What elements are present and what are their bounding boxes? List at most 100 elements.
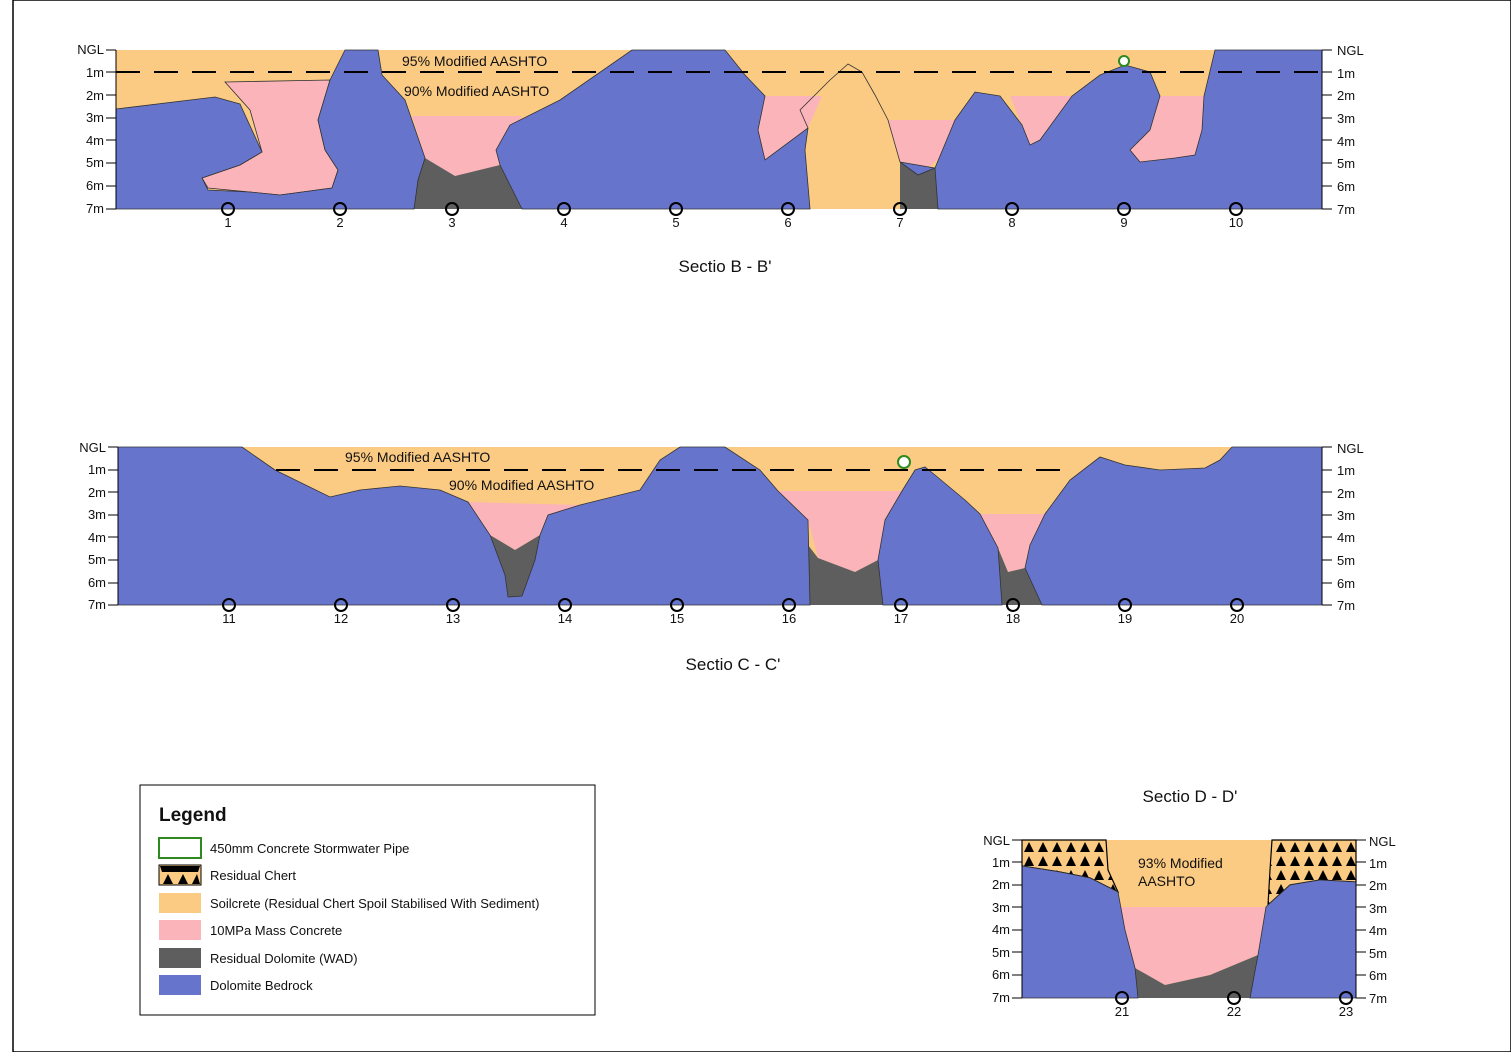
borehole-marker (1229, 202, 1243, 216)
wad-zone (998, 548, 1042, 605)
borehole-label: 7 (896, 215, 903, 230)
tick-label: 1m (1369, 856, 1387, 871)
borehole-marker (669, 202, 683, 216)
tick-label: 2m (86, 88, 104, 103)
tick-label: 6m (86, 178, 104, 193)
tick-label: 7m (992, 990, 1010, 1005)
legend-label: Residual Dolomite (WAD) (210, 951, 358, 966)
tick-label: NGL (1337, 441, 1364, 456)
concrete-zone (468, 502, 580, 550)
axis-left: NGL 1m 2m 3m 4m 5m 6m 7m (983, 833, 1023, 1005)
tick-label: 5m (1337, 156, 1355, 171)
borehole-marker (557, 202, 571, 216)
borehole-marker (782, 598, 796, 612)
borehole-label: 18 (1006, 611, 1020, 626)
tick-label: 4m (88, 530, 106, 545)
tick-label: 2m (992, 877, 1010, 892)
tick-label: 2m (1369, 878, 1387, 893)
borehole-label: 5 (672, 215, 679, 230)
borehole-label: 11 (222, 611, 236, 626)
legend-box (139, 784, 596, 1016)
borehole-label: 14 (558, 611, 572, 626)
bedrock-zone (117, 446, 811, 606)
tick-label: 4m (1337, 530, 1355, 545)
borehole-marker (894, 598, 908, 612)
axis-right: NGL 1m 2m 3m 4m 5m 6m 7m (1321, 43, 1364, 217)
tick-label: 3m (1337, 111, 1355, 126)
tick-label: 1m (86, 65, 104, 80)
borehole-label: 17 (894, 611, 908, 626)
borehole-marker (222, 598, 236, 612)
borehole-label: 6 (784, 215, 791, 230)
legend-title: Legend (159, 805, 227, 826)
wad-zone (1135, 955, 1258, 998)
borehole-label: 10 (1229, 215, 1243, 230)
borehole-label: 19 (1118, 611, 1132, 626)
stormwater-pipe-icon (897, 455, 911, 469)
tick-label: 2m (88, 485, 106, 500)
tick-label: 2m (1337, 88, 1355, 103)
tick-label: 1m (1337, 66, 1355, 81)
section-title: Sectio D - D' (1143, 787, 1238, 806)
borehole-label: 12 (334, 611, 348, 626)
tick-label: 6m (88, 575, 106, 590)
annotation-90: 90% Modified AASHTO (449, 477, 594, 493)
tick-label: NGL (1337, 43, 1364, 58)
borehole-marker (558, 598, 572, 612)
stormwater-pipe-icon (1118, 55, 1130, 67)
tick-label: 5m (1337, 553, 1355, 568)
borehole-marker (446, 598, 460, 612)
borehole-label: 13 (446, 611, 460, 626)
borehole-label: 15 (670, 611, 684, 626)
section-b: 95% Modified AASHTO 90% Modified AASHTO … (77, 42, 1363, 276)
axis-left: NGL 1m 2m 3m 4m 5m 6m 7m (79, 440, 119, 612)
wad-zone (900, 162, 938, 209)
borehole-marker (893, 202, 907, 216)
section-c: 95% Modified AASHTO 90% Modified AASHTO … (79, 440, 1363, 674)
borehole-label: 22 (1227, 1004, 1241, 1019)
borehole-marker (1339, 991, 1353, 1005)
concrete-zone (980, 514, 1045, 572)
tick-label: 7m (1337, 202, 1355, 217)
bedrock-zone (1024, 446, 1323, 606)
chert-swatch (158, 864, 202, 886)
borehole-marker (1006, 598, 1020, 612)
legend-label: Dolomite Bedrock (210, 978, 313, 993)
concrete-zone (888, 120, 955, 175)
tick-label: 4m (86, 133, 104, 148)
axis-right: NGL 1m 2m 3m 4m 5m 6m 7m (1321, 441, 1364, 613)
tick-label: 7m (86, 201, 104, 216)
borehole-marker (1117, 202, 1131, 216)
tick-label: NGL (1369, 834, 1396, 849)
borehole-marker (333, 202, 347, 216)
concrete-zone (1118, 907, 1266, 985)
section-d: Sectio D - D' 93% Modified AASHTO NGL 1m… (983, 787, 1395, 1019)
concrete-zone (778, 491, 902, 572)
borehole-marker (670, 598, 684, 612)
tick-label: NGL (77, 42, 104, 57)
tick-label: 3m (1369, 901, 1387, 916)
axis-right: NGL 1m 2m 3m 4m 5m 6m 7m (1355, 834, 1396, 1006)
section-title: Sectio B - B' (678, 257, 771, 276)
axis-left: NGL 1m 2m 3m 4m 5m 6m 7m (77, 42, 117, 216)
tick-label: 4m (1369, 923, 1387, 938)
annotation-90: 90% Modified AASHTO (404, 83, 549, 99)
borehole-label: 9 (1120, 215, 1127, 230)
borehole-marker (1230, 598, 1244, 612)
tick-label: 5m (992, 945, 1010, 960)
borehole-marker (1005, 202, 1019, 216)
tick-label: NGL (79, 440, 106, 455)
wad-zone (490, 535, 540, 597)
annotation-93: 93% Modified (1138, 855, 1223, 871)
borehole-label: 23 (1339, 1004, 1353, 1019)
tick-label: 3m (992, 900, 1010, 915)
tick-label: 6m (1337, 179, 1355, 194)
concrete-zone (758, 96, 822, 170)
borehole-label: 8 (1008, 215, 1015, 230)
legend-label: Soilcrete (Residual Chert Spoil Stabilis… (210, 896, 539, 911)
wad-zone (414, 158, 522, 209)
tick-label: 5m (88, 552, 106, 567)
tick-label: 5m (86, 155, 104, 170)
